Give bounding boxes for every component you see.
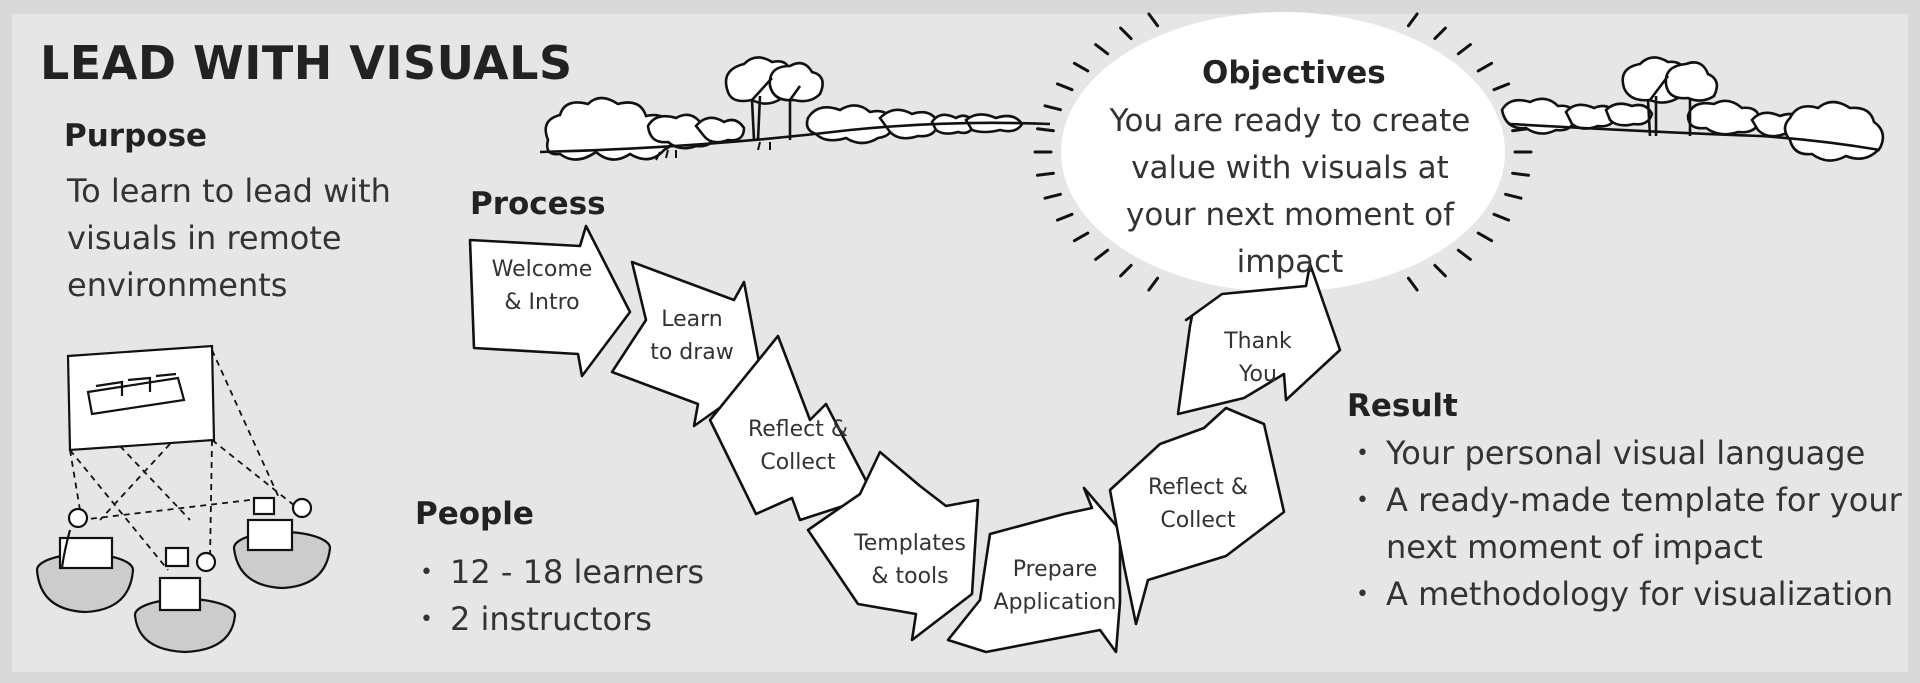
people-heading: People [415, 496, 534, 532]
burst-ray [1119, 26, 1133, 41]
burst-ray [1433, 263, 1447, 278]
burst-ray [1476, 231, 1494, 243]
burst-ray [1492, 82, 1511, 92]
result-line: Your personal visual language [1386, 434, 1866, 472]
objectives-text: You are ready to create value with visua… [1090, 98, 1490, 286]
burst-ray [1456, 43, 1472, 56]
process-step-arrow [468, 224, 632, 378]
purpose-heading: Purpose [64, 118, 208, 154]
process-step-label: & tools [871, 564, 948, 589]
page-title: LEAD WITH VISUALS [40, 36, 573, 90]
objectives-burst [1033, 12, 1533, 292]
burst-ray [1043, 192, 1062, 200]
burst-ray [1072, 61, 1090, 73]
objectives-line: You are ready to create [1109, 103, 1471, 139]
process-step-label: Reflect & [748, 417, 848, 442]
process-step-arrow [946, 486, 1122, 654]
burst-ray [1433, 26, 1447, 41]
purpose-line: environments [67, 266, 288, 304]
burst-ray [1119, 263, 1133, 278]
burst-ray [1043, 104, 1062, 112]
objectives-heading: Objectives [1202, 55, 1386, 91]
process-step-label: Prepare [1013, 557, 1098, 582]
burst-ray [1456, 248, 1472, 261]
purpose-line: visuals in remote [67, 219, 342, 257]
result-line: A ready-made template for your [1386, 481, 1902, 519]
burst-ray [1147, 12, 1160, 28]
burst-ray [1504, 192, 1523, 200]
process-step-label: You [1238, 362, 1277, 387]
process-step-label: Templates [853, 531, 966, 556]
burst-ray [1406, 12, 1419, 28]
burst-ray [1036, 171, 1055, 177]
process-step-label: Thank [1223, 329, 1292, 354]
people-list: 12 - 18 learners 2 instructors [414, 549, 704, 643]
result-item: A methodology for visualization [1350, 571, 1902, 618]
process-step-arrow [610, 260, 764, 428]
burst-ray [1511, 171, 1530, 177]
process-step-label: Learn [661, 307, 723, 332]
people-item: 2 instructors [414, 596, 704, 643]
process-step-label: Welcome [492, 257, 593, 282]
burst-ray [1406, 276, 1419, 292]
burst-ray [1072, 231, 1090, 243]
burst-ray [1147, 276, 1160, 292]
result-heading: Result [1347, 388, 1458, 424]
result-list: Your personal visual language A ready-ma… [1350, 430, 1902, 618]
remote-learners-icon [35, 344, 332, 654]
burst-ray [1055, 212, 1074, 222]
objectives-line: impact [1236, 244, 1344, 280]
result-item: Your personal visual language [1350, 430, 1902, 477]
result-item: A ready-made template for your next momen… [1350, 477, 1902, 571]
burst-ray [1492, 212, 1511, 222]
people-item: 12 - 18 learners [414, 549, 704, 596]
bushes-right-icon [1500, 56, 1885, 162]
process-step-label: to draw [650, 340, 734, 365]
burst-ray [1476, 61, 1494, 73]
burst-ray [1055, 82, 1074, 92]
burst-ray [1036, 127, 1055, 133]
result-line: A methodology for visualization [1386, 575, 1894, 613]
process-step-arrow [1176, 262, 1342, 416]
bushes-left-icon [539, 56, 1051, 161]
process-heading: Process [470, 186, 606, 222]
process-step-label: Application [994, 590, 1117, 615]
process-step-label: & Intro [504, 290, 579, 315]
process-step-arrow [1108, 406, 1286, 626]
objectives-line: your next moment of [1125, 197, 1455, 233]
burst-ray [1094, 248, 1110, 261]
process-step-label: Collect [1160, 508, 1236, 533]
result-line: next moment of impact [1386, 528, 1763, 566]
burst-ray [1094, 43, 1110, 56]
objectives-line: value with visuals at [1131, 150, 1449, 186]
process-step-label: Reflect & [1148, 475, 1248, 500]
purpose-line: To learn to lead with [67, 172, 391, 210]
process-step-arrow [806, 450, 980, 642]
purpose-text: To learn to lead with visuals in remote … [67, 168, 391, 309]
process-step-label: Collect [760, 450, 836, 475]
